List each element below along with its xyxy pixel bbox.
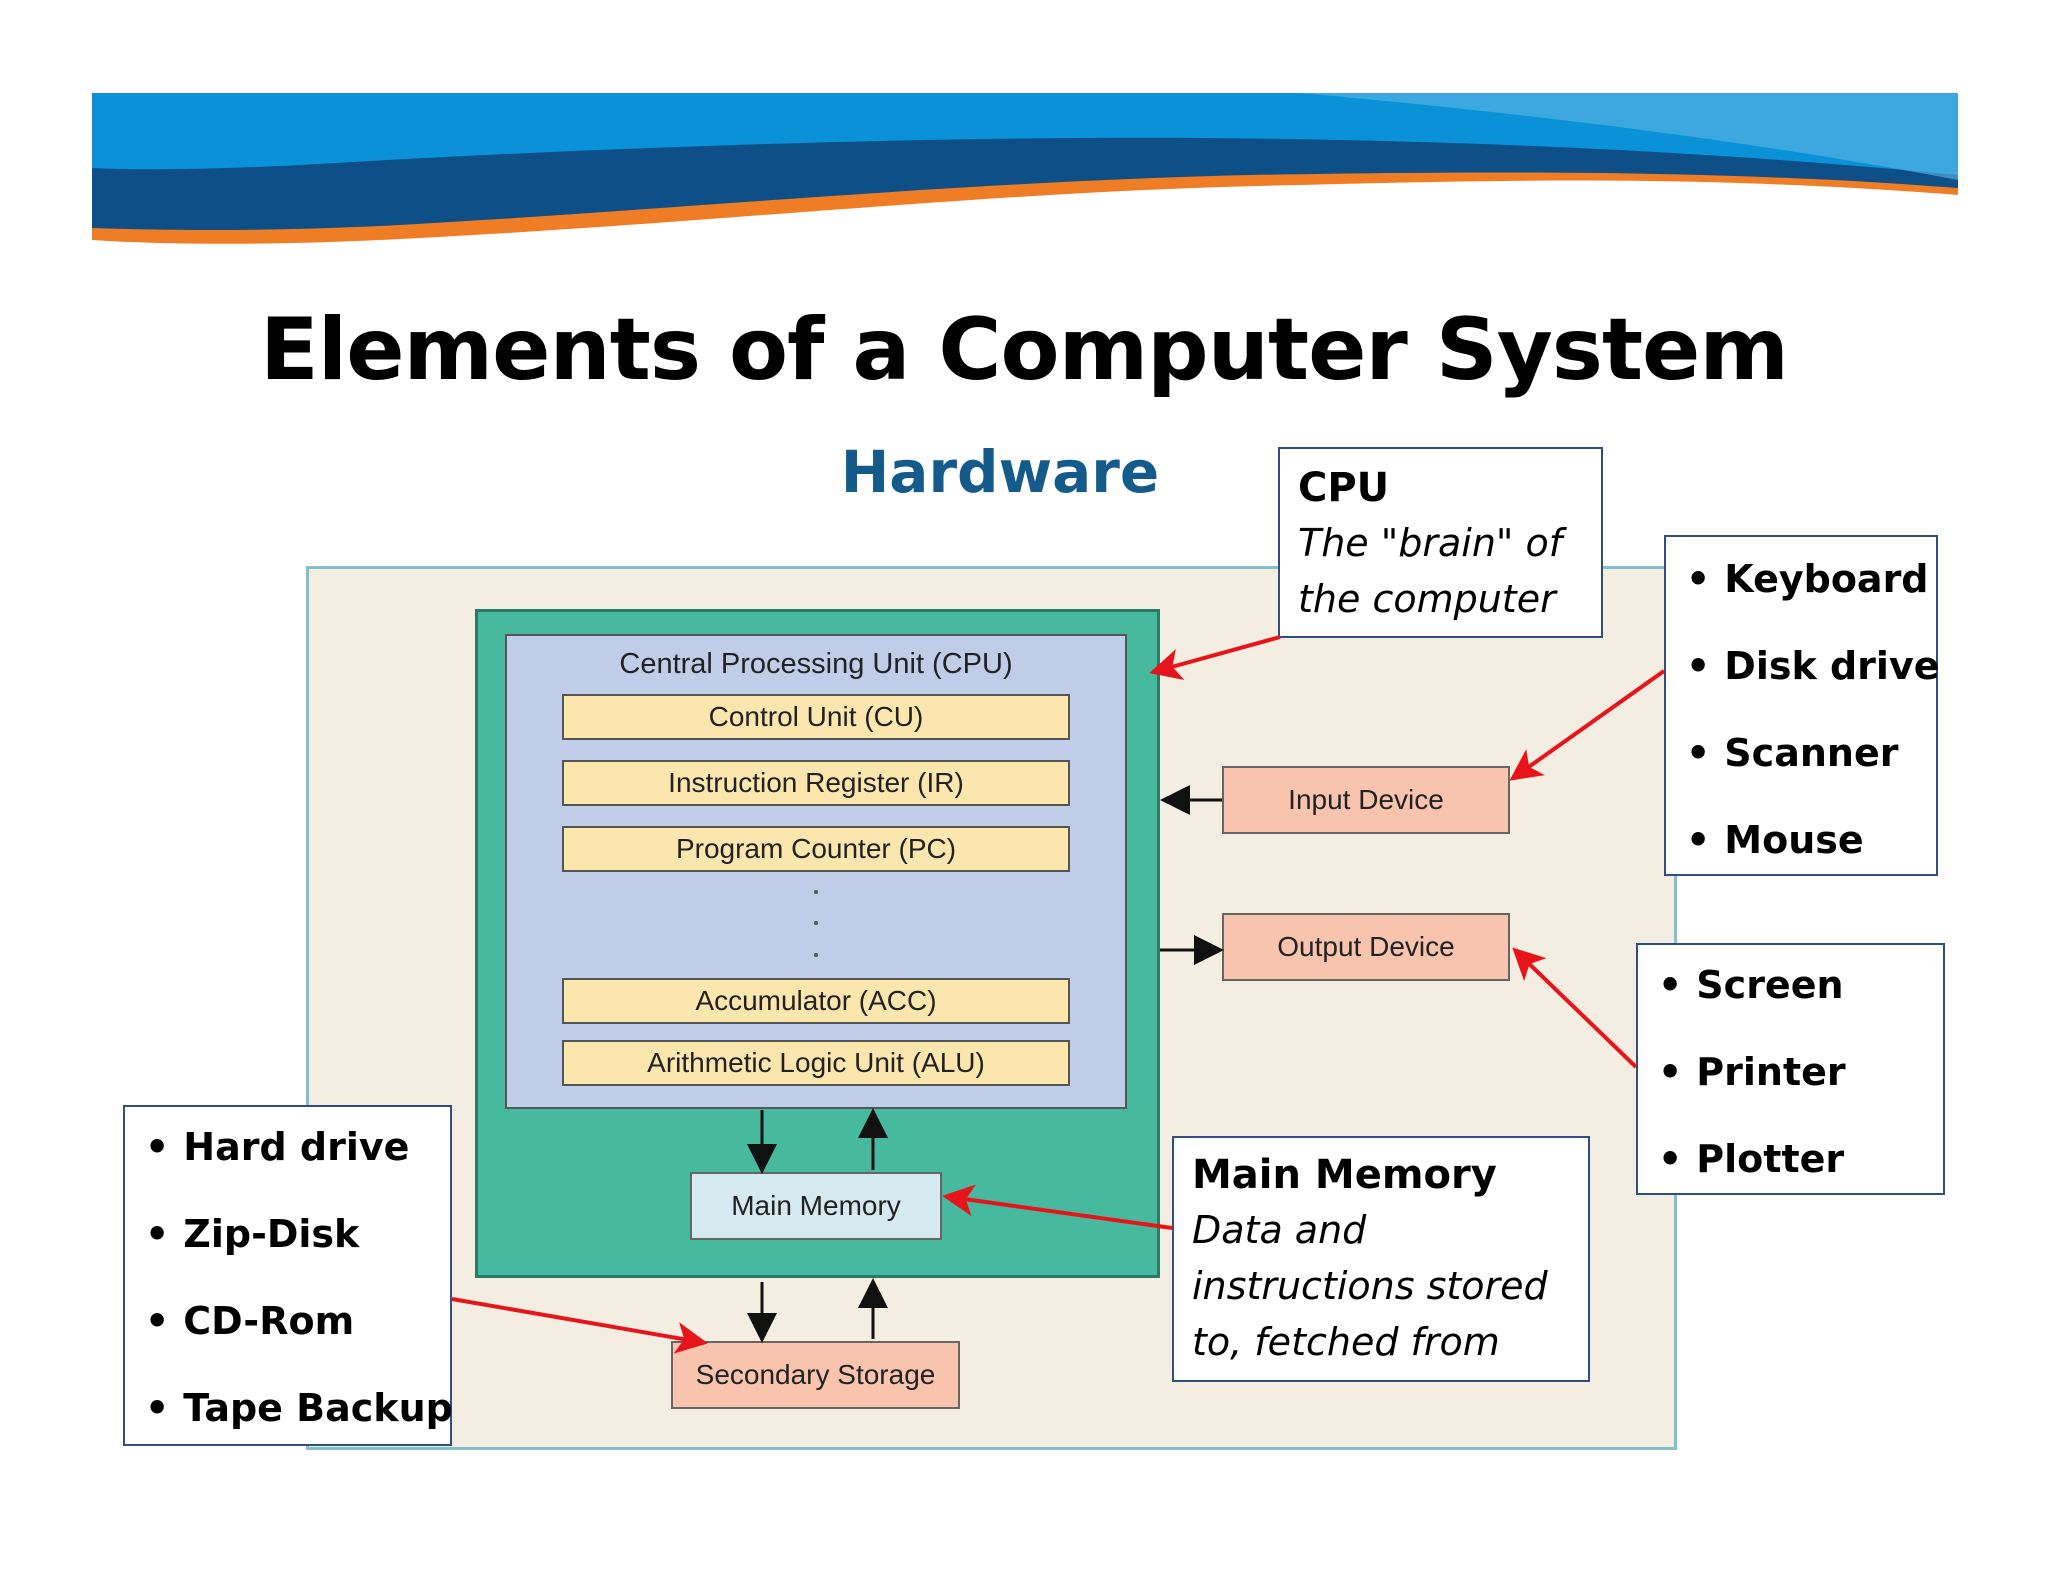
list-item: Plotter xyxy=(1658,1137,1923,1181)
list-item: Tape Backup xyxy=(145,1386,453,1430)
storage-devices-callout: Hard drive Zip-Disk CD-Rom Tape Backup xyxy=(123,1105,453,1446)
cpu-callout-heading: CPU xyxy=(1298,465,1390,511)
ellipsis-dot xyxy=(814,953,818,957)
list-item: Zip-Disk xyxy=(145,1212,430,1256)
list-item: Keyboard xyxy=(1686,557,1928,601)
register-program-counter: Program Counter (PC) xyxy=(562,826,1070,872)
cpu-label: Central Processing Unit (CPU) xyxy=(619,648,1013,680)
main-memory-callout-heading: Main Memory xyxy=(1192,1152,1497,1198)
secondary-storage-box: Secondary Storage xyxy=(671,1341,960,1409)
register-alu: Arithmetic Logic Unit (ALU) xyxy=(562,1040,1070,1086)
list-item: Disk drive xyxy=(1686,644,1939,688)
list-item: Screen xyxy=(1658,963,1923,1007)
register-control-unit: Control Unit (CU) xyxy=(562,694,1070,740)
main-memory-callout-description: Data and instructions stored to, fetched… xyxy=(1192,1208,1548,1364)
slide-subtitle: Hardware xyxy=(840,438,1160,506)
cpu-callout: CPU The "brain" of the computer xyxy=(1278,447,1603,638)
input-device-box: Input Device xyxy=(1222,766,1510,834)
list-item: CD-Rom xyxy=(145,1299,430,1343)
slide-title: Elements of a Computer System xyxy=(260,300,1789,400)
main-memory-callout: Main Memory Data and instructions stored… xyxy=(1172,1136,1590,1382)
register-instruction-register: Instruction Register (IR) xyxy=(562,760,1070,806)
output-devices-callout: Screen Printer Plotter xyxy=(1636,943,1945,1195)
list-item: Scanner xyxy=(1686,731,1916,775)
header-banner xyxy=(92,93,1958,244)
list-item: Hard drive xyxy=(145,1125,430,1169)
register-accumulator: Accumulator (ACC) xyxy=(562,978,1070,1024)
cpu-callout-description: The "brain" of the computer xyxy=(1298,521,1563,621)
list-item: Printer xyxy=(1658,1050,1923,1094)
output-device-box: Output Device xyxy=(1222,913,1510,981)
ellipsis-dot xyxy=(814,890,818,894)
main-memory-box: Main Memory xyxy=(690,1172,942,1240)
input-devices-callout: Keyboard Disk drive Scanner Mouse xyxy=(1664,535,1940,876)
ellipsis-dot xyxy=(814,921,818,925)
list-item: Mouse xyxy=(1686,818,1916,862)
